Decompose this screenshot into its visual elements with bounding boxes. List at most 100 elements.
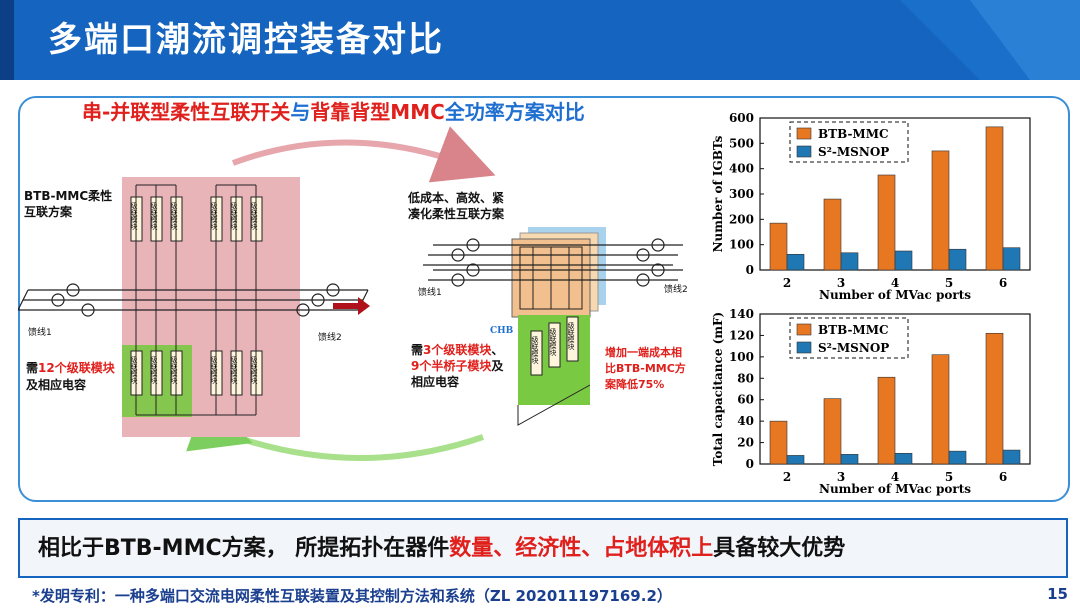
legend-swatch	[796, 145, 812, 158]
snop-scheme-label: 低成本、高效、紧 凑化柔性互联方案	[408, 191, 505, 221]
bar-s2-msnop	[1002, 449, 1021, 465]
y-tick-label: 200	[729, 212, 754, 226]
legend-label: S²-MSNOP	[818, 341, 889, 355]
bar-s2-msnop	[1002, 247, 1021, 271]
y-axis-label: Number of IGBTs	[711, 135, 725, 252]
y-tick-label: 40	[737, 414, 754, 428]
y-tick-label: 400	[729, 162, 754, 176]
bar-btb-mmc	[823, 198, 842, 271]
chb-modules	[530, 316, 579, 376]
bar-btb-mmc	[985, 126, 1004, 271]
x-tick-label: 4	[891, 276, 899, 290]
y-tick-label: 80	[737, 371, 754, 385]
snop-feeder-lines	[423, 238, 683, 287]
page-number: 15	[1047, 585, 1068, 603]
chb-label: CHB	[490, 326, 514, 336]
bar-s2-msnop	[840, 252, 859, 271]
snop-module-note: 需3个级联模块、 9个半桥子模块及 相应电容	[411, 343, 504, 389]
y-tick-label: 120	[729, 328, 754, 342]
y-axis-label: Total capacitance (mF)	[711, 312, 725, 466]
legend-swatch	[796, 323, 812, 336]
module-label: 级联模块	[531, 336, 539, 364]
bar-btb-mmc	[877, 174, 896, 271]
module-label: 级联模块	[230, 202, 238, 230]
module-label: 级联模块	[150, 356, 158, 384]
module-label: 级联模块	[549, 328, 557, 356]
btb-module-note: 需12个级联模块 及相应电容	[26, 361, 115, 392]
legend-label: BTB-MMC	[818, 127, 889, 141]
summary-box	[18, 518, 1068, 578]
bar-s2-msnop	[948, 248, 967, 271]
y-tick-label: 20	[737, 436, 754, 450]
bar-btb-mmc	[769, 420, 788, 465]
btb-feeder1-label: 馈线1	[28, 328, 52, 338]
btb-feeder2-label: 馈线2	[318, 333, 342, 343]
module-label: 级联模块	[130, 356, 138, 384]
module-label: 级联模块	[170, 356, 178, 384]
module-label: 级联模块	[210, 202, 218, 230]
y-tick-label: 300	[729, 187, 754, 201]
x-tick-label: 2	[783, 470, 791, 484]
snop-feeder1-label: 馈线1	[418, 288, 442, 298]
module-label: 级联模块	[130, 202, 138, 230]
x-axis-label: Number of MVac ports	[819, 482, 971, 496]
bar-btb-mmc	[985, 332, 1004, 465]
cost-reduction-note: 增加一端成本相 比BTB-MMC方 案降低75%	[605, 346, 686, 391]
y-tick-label: 140	[729, 308, 754, 321]
x-tick-label: 5	[945, 276, 953, 290]
btb-scheme-label: BTB-MMC柔性 互联方案	[24, 189, 113, 219]
y-tick-label: 600	[729, 111, 754, 125]
x-tick-label: 6	[999, 276, 1007, 290]
x-tick-label: 3	[837, 276, 845, 290]
x-tick-label: 4	[891, 470, 899, 484]
bar-s2-msnop	[786, 455, 805, 465]
module-label: 级联模块	[567, 322, 575, 350]
topology-diagram	[18, 126, 683, 461]
legend-label: S²-MSNOP	[818, 145, 889, 159]
module-label: 级联模块	[150, 202, 158, 230]
transition-arrow-bottom	[186, 394, 484, 461]
y-tick-label: 100	[729, 238, 754, 252]
bar-btb-mmc	[877, 376, 896, 465]
legend-label: BTB-MMC	[818, 323, 889, 337]
btb-feeder-lines	[18, 283, 369, 317]
y-tick-label: 0	[746, 263, 754, 277]
snop-feeder2-label: 馈线2	[664, 285, 688, 295]
title-bar: 多端口潮流调控装备对比	[0, 0, 1080, 80]
summary-text: 相比于BTB-MMC方案， 所提拓扑在器件数量、经济性、占地体积上具备较大优势	[38, 536, 846, 561]
y-tick-label: 500	[729, 136, 754, 150]
module-label: 级联模块	[210, 356, 218, 384]
bar-s2-msnop	[894, 452, 913, 465]
bar-btb-mmc	[931, 354, 950, 465]
y-tick-label: 100	[729, 350, 754, 364]
bar-s2-msnop	[786, 253, 805, 271]
module-label: 级联模块	[170, 202, 178, 230]
bar-s2-msnop	[840, 454, 859, 465]
title-accent	[0, 0, 14, 80]
bar-btb-mmc	[769, 222, 788, 271]
power-flow-arrow	[333, 297, 370, 315]
module-label: 级联模块	[250, 202, 258, 230]
module-label: 级联模块	[250, 356, 258, 384]
header-decoration	[900, 0, 1080, 80]
legend-swatch	[796, 127, 812, 140]
x-tick-label: 6	[999, 470, 1007, 484]
transition-arrow-top	[231, 126, 496, 183]
x-tick-label: 2	[783, 276, 791, 290]
bar-s2-msnop	[894, 250, 913, 271]
y-tick-label: 0	[746, 457, 754, 471]
module-label: 级联模块	[230, 356, 238, 384]
page-title: 多端口潮流调控装备对比	[48, 20, 444, 60]
comparison-subtitle: 串-并联型柔性互联开关与背靠背型MMC全功率方案对比	[82, 100, 585, 124]
bar-btb-mmc	[931, 150, 950, 271]
bar-btb-mmc	[823, 398, 842, 465]
x-tick-label: 3	[837, 470, 845, 484]
x-tick-label: 5	[945, 470, 953, 484]
y-tick-label: 60	[737, 393, 754, 407]
patent-footnote: *发明专利：一种多端口交流电网柔性互联装置及其控制方法和系统（ZL 202011…	[32, 587, 672, 605]
bar-s2-msnop	[948, 450, 967, 465]
legend-swatch	[796, 341, 812, 354]
x-axis-label: Number of MVac ports	[819, 288, 971, 302]
